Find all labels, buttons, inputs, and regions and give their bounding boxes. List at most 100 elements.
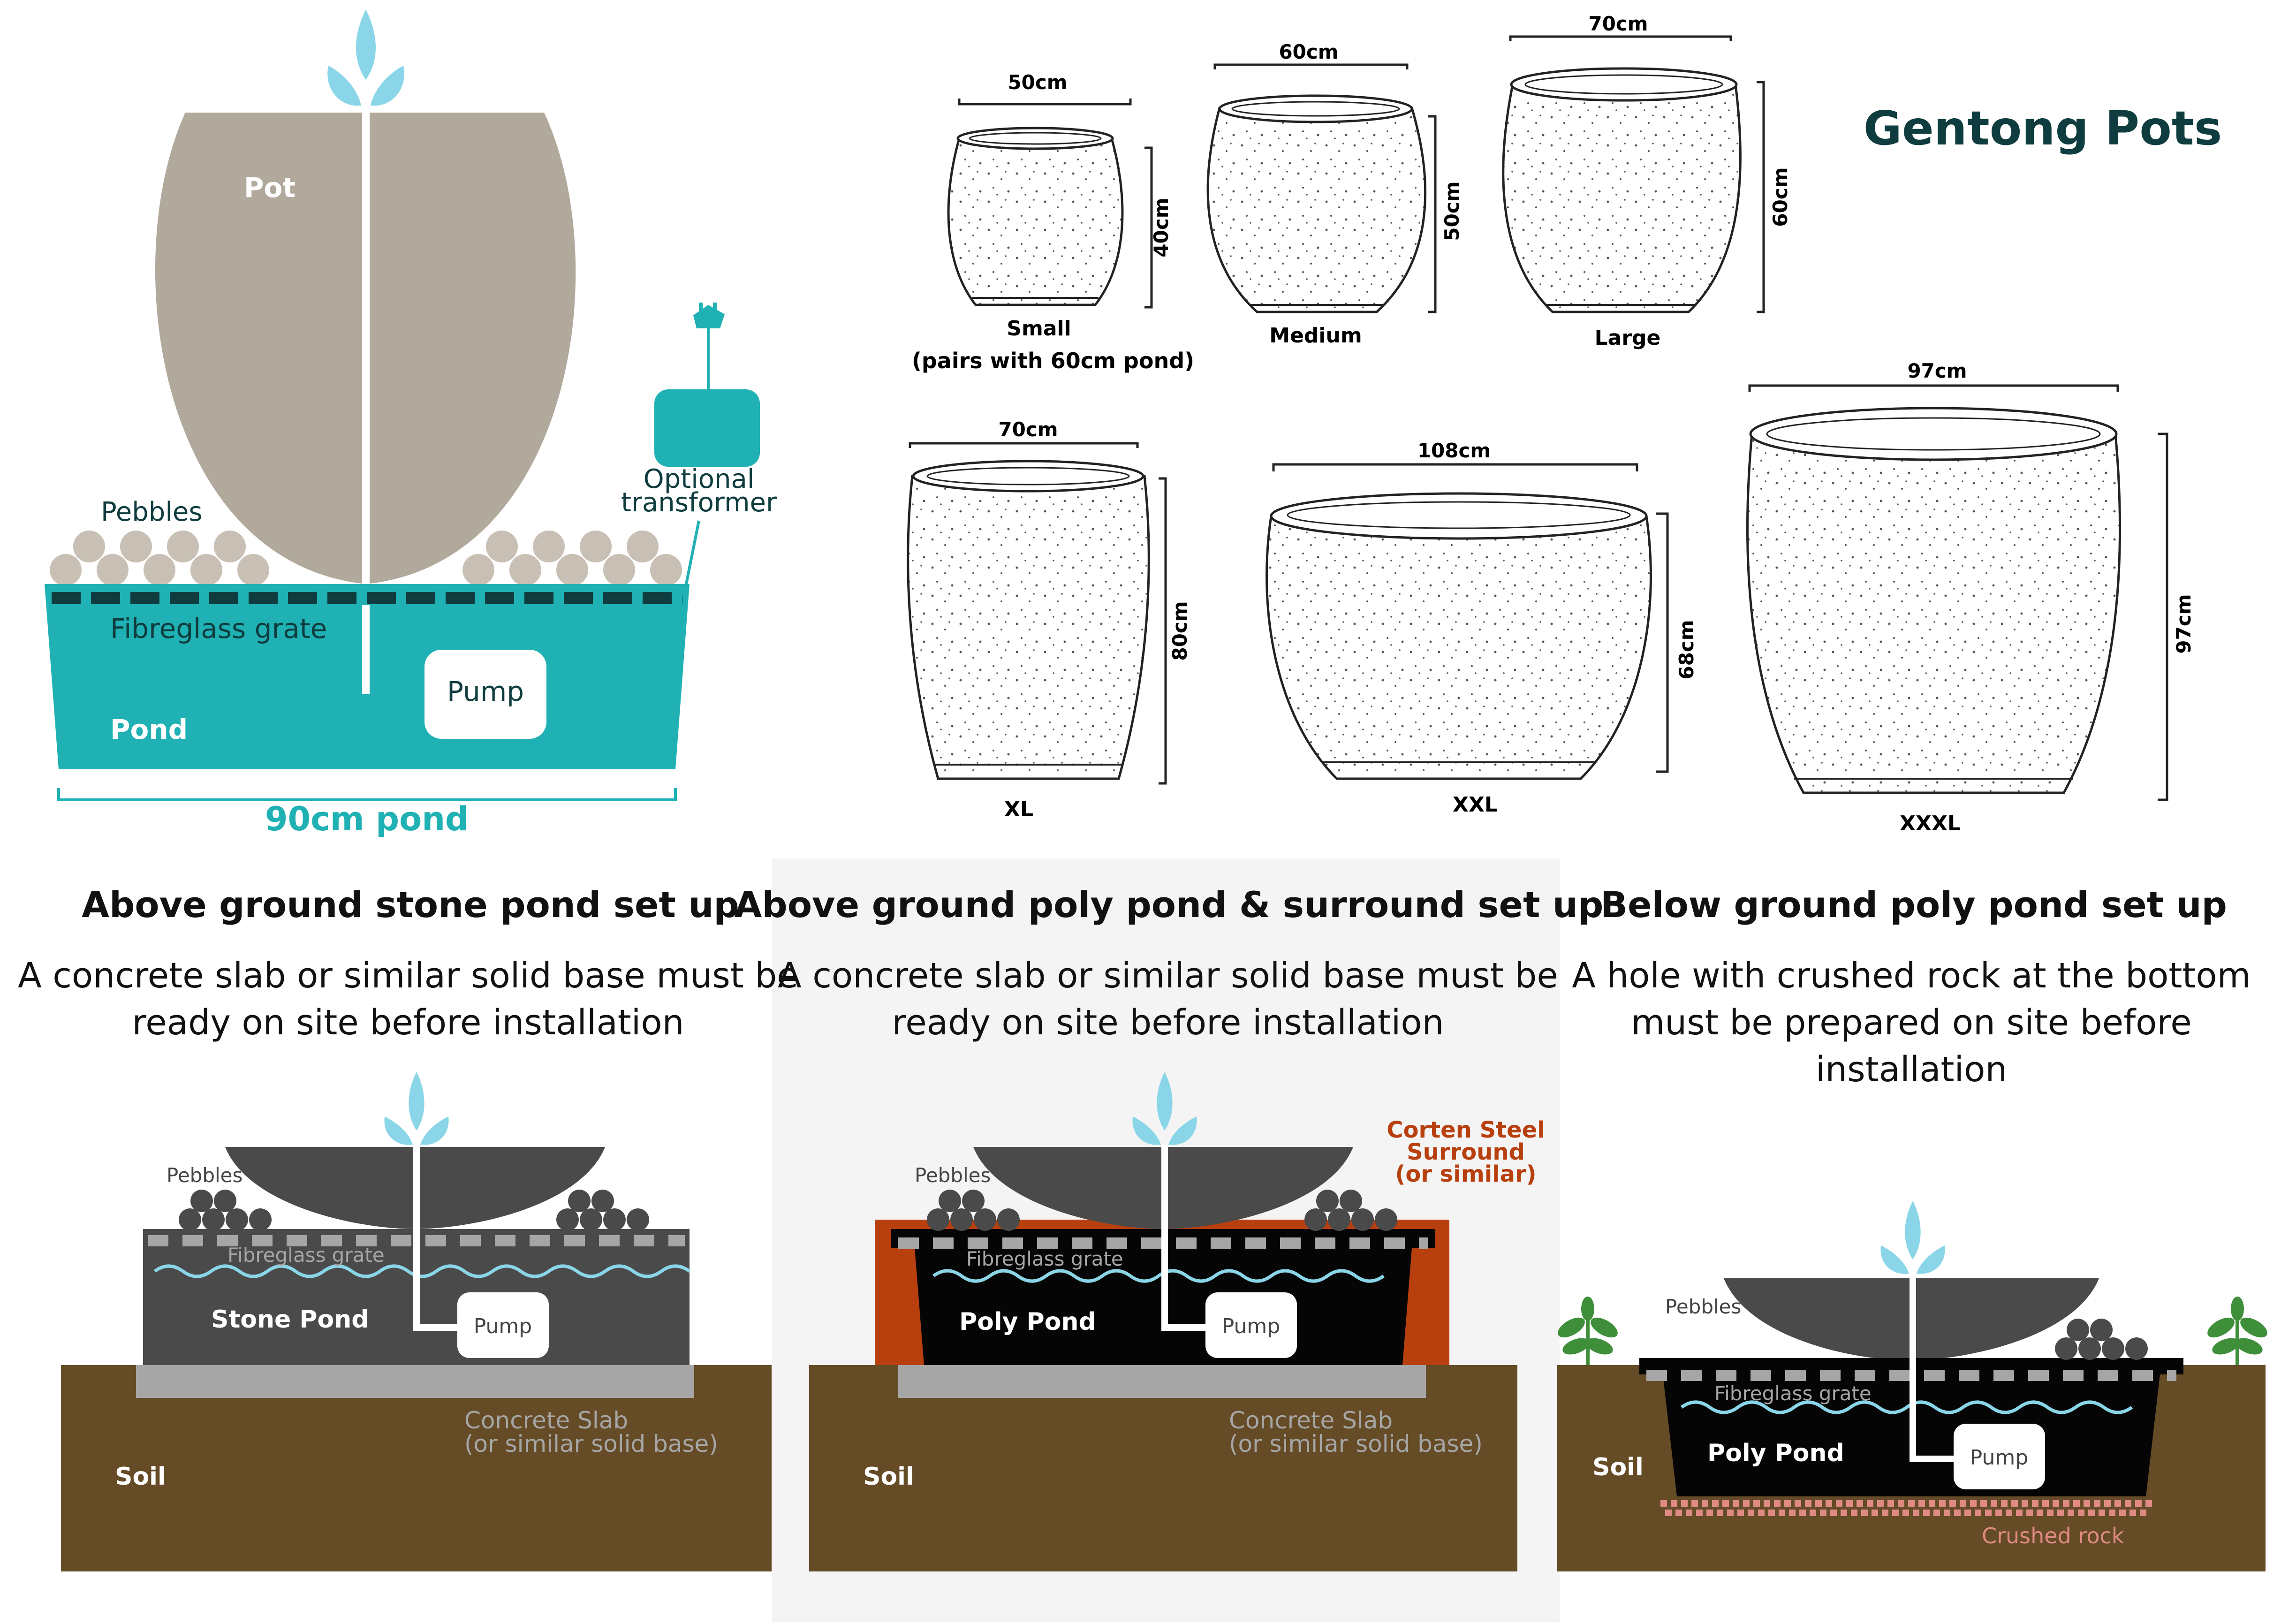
pot-small-name: Small (1007, 317, 1071, 341)
setup-stone-pond: Above ground stone pond set up A concret… (18, 884, 798, 1571)
pebbles-label: Pebbles (101, 497, 203, 527)
setup-2-slab-label-2: (or similar solid base) (1229, 1430, 1483, 1457)
setup-3-pump-label: Pump (1970, 1446, 2028, 1470)
pot-xxl: 108cm 68cm XXL (1266, 439, 1698, 817)
setup-1-grate-label: Fibreglass grate (227, 1244, 385, 1267)
setup-3-grate-label: Fibreglass grate (1714, 1382, 1872, 1405)
fountain-water-icon (327, 9, 404, 106)
transformer-label-2: transformer (621, 487, 777, 518)
pot-xl-width: 70cm (998, 418, 1058, 441)
setup-2-surround-label-1: Corten Steel (1387, 1117, 1545, 1143)
pot-small-height: 40cm (1150, 197, 1173, 257)
transformer-box (654, 389, 760, 467)
setup-1-pebbles (179, 1190, 649, 1231)
transformer-label-1: Optional (644, 464, 755, 494)
plant-left-icon (1558, 1297, 1618, 1365)
pot-medium-name: Medium (1269, 324, 1362, 348)
setup-2-pebbles (927, 1190, 1397, 1231)
pot-xxl-name: XXL (1453, 793, 1498, 817)
pot-large: 70cm 60cm Large (1502, 12, 1792, 350)
setup-2-pump-box (1205, 1292, 1297, 1358)
setup-2-soil-label: Soil (863, 1463, 914, 1491)
setup-below-ground-poly-pond: Below ground poly pond set up A hole wit… (1557, 884, 2267, 1571)
setup-2-title: Above ground poly pond & surround set up (735, 884, 1604, 926)
main-pond-diagram: Pump Pot Pebbles Fibreglass grate Pond O… (45, 9, 777, 838)
pot-label: Pot (244, 172, 296, 204)
pot-large-height: 60cm (1769, 167, 1792, 227)
pot-xxxl-name: XXXL (1900, 812, 1961, 835)
setup-2-pipe (1161, 1145, 1208, 1331)
setup-3-crushed-rock (1660, 1500, 2153, 1516)
setup-2-pump-label: Pump (1222, 1314, 1280, 1338)
pot-xxl-width: 108cm (1417, 439, 1491, 462)
pot-xxxl: 97cm 97cm XXXL (1746, 359, 2195, 835)
setup-1-title: Above ground stone pond set up (82, 884, 739, 926)
setup-1-slab-label-2: (or similar solid base) (464, 1430, 718, 1457)
pump-box (424, 650, 546, 739)
pond-size-bracket (57, 788, 677, 801)
setup-2-concrete-slab (898, 1365, 1426, 1398)
setup-1-desc-2: ready on site before installation (132, 1002, 684, 1043)
pot-xxxl-width: 97cm (1907, 359, 1967, 382)
pot-xl-name: XL (1004, 797, 1033, 821)
pebbles-left (50, 531, 269, 586)
setup-3-rock-label: Crushed rock (1982, 1523, 2124, 1548)
setup-3-pipe (1910, 1276, 1956, 1462)
pot-medium-width: 60cm (1279, 40, 1338, 63)
setup-3-pump-box (1954, 1424, 2045, 1489)
setup-3-desc-1: A hole with crushed rock at the bottom (1572, 956, 2251, 996)
setup-1-pump-label: Pump (474, 1314, 532, 1338)
pot-small-note: (pairs with 60cm pond) (912, 348, 1194, 373)
pond-label: Pond (110, 713, 188, 745)
setup-1-water (153, 1264, 691, 1278)
setup-1-concrete-slab (136, 1365, 694, 1398)
gentong-pots-title: Gentong Pots (1864, 101, 2222, 156)
setup-1-pump-box (457, 1292, 549, 1358)
plug-icon (693, 303, 725, 328)
setup-3-pebbles-label: Pebbles (1665, 1295, 1741, 1318)
pond-size-label: 90cm pond (265, 800, 469, 838)
setup-1-pond-label: Stone Pond (211, 1305, 369, 1334)
setup-1-soil-label: Soil (115, 1463, 166, 1491)
setup-1-soil (61, 1365, 772, 1571)
pot-small: 50cm 40cm Small (pairs with 60cm pond) (912, 71, 1194, 373)
setup-poly-pond-surround: Above ground poly pond & surround set up… (735, 884, 1604, 1571)
setup-2-grate-label: Fibreglass grate (966, 1247, 1123, 1270)
pot-medium: 60cm 50cm Medium (1206, 40, 1463, 348)
pot-large-name: Large (1595, 326, 1661, 350)
setup-1-pebbles-label: Pebbles (167, 1164, 242, 1187)
gentong-pots-section: Gentong Pots 50cm 40cm Small (pairs with… (907, 12, 2222, 835)
setup-2-fountain-icon (1132, 1072, 1197, 1145)
pump-label: Pump (447, 675, 524, 707)
fibreglass-grate-label: Fibreglass grate (110, 613, 327, 645)
setup-2-slab-label-1: Concrete Slab (1229, 1407, 1393, 1434)
setup-3-pond-label: Poly Pond (1707, 1439, 1844, 1467)
setup-3-title: Below ground poly pond set up (1600, 884, 2227, 926)
pot-xl-height: 80cm (1168, 601, 1191, 660)
setup-1-desc-1: A concrete slab or similar solid base mu… (18, 956, 798, 996)
setup-3-pebbles (2055, 1319, 2148, 1360)
pot-small-width: 50cm (1008, 71, 1067, 94)
setup-2-surround-label-2: Surround (1407, 1139, 1525, 1165)
setup-1-fountain-icon (384, 1072, 449, 1145)
setup-2-desc-2: ready on site before installation (892, 1002, 1444, 1043)
pot-large-width: 70cm (1588, 12, 1648, 35)
pebbles-right (462, 531, 682, 586)
setup-3-fountain-icon (1880, 1201, 1945, 1274)
plant-right-icon (2207, 1297, 2267, 1365)
pot-xl: 70cm 80cm XL (907, 418, 1191, 821)
setup-1-pipe (413, 1145, 460, 1331)
setup-3-desc-2: must be prepared on site before (1631, 1002, 2192, 1043)
setup-2-pebbles-label: Pebbles (915, 1164, 991, 1187)
setup-2-soil (809, 1365, 1517, 1571)
setup-2-water (932, 1269, 1385, 1283)
setup-2-surround-label-3: (or similar) (1395, 1161, 1536, 1187)
pot-xxxl-height: 97cm (2172, 594, 2195, 653)
setup-3-water (1680, 1400, 2133, 1414)
setup-2-pond-label: Poly Pond (959, 1308, 1096, 1336)
setup-3-soil-label: Soil (1592, 1453, 1644, 1481)
setup-2-desc-1: A concrete slab or similar solid base mu… (778, 956, 1558, 996)
pot-xxl-height: 68cm (1675, 620, 1698, 679)
